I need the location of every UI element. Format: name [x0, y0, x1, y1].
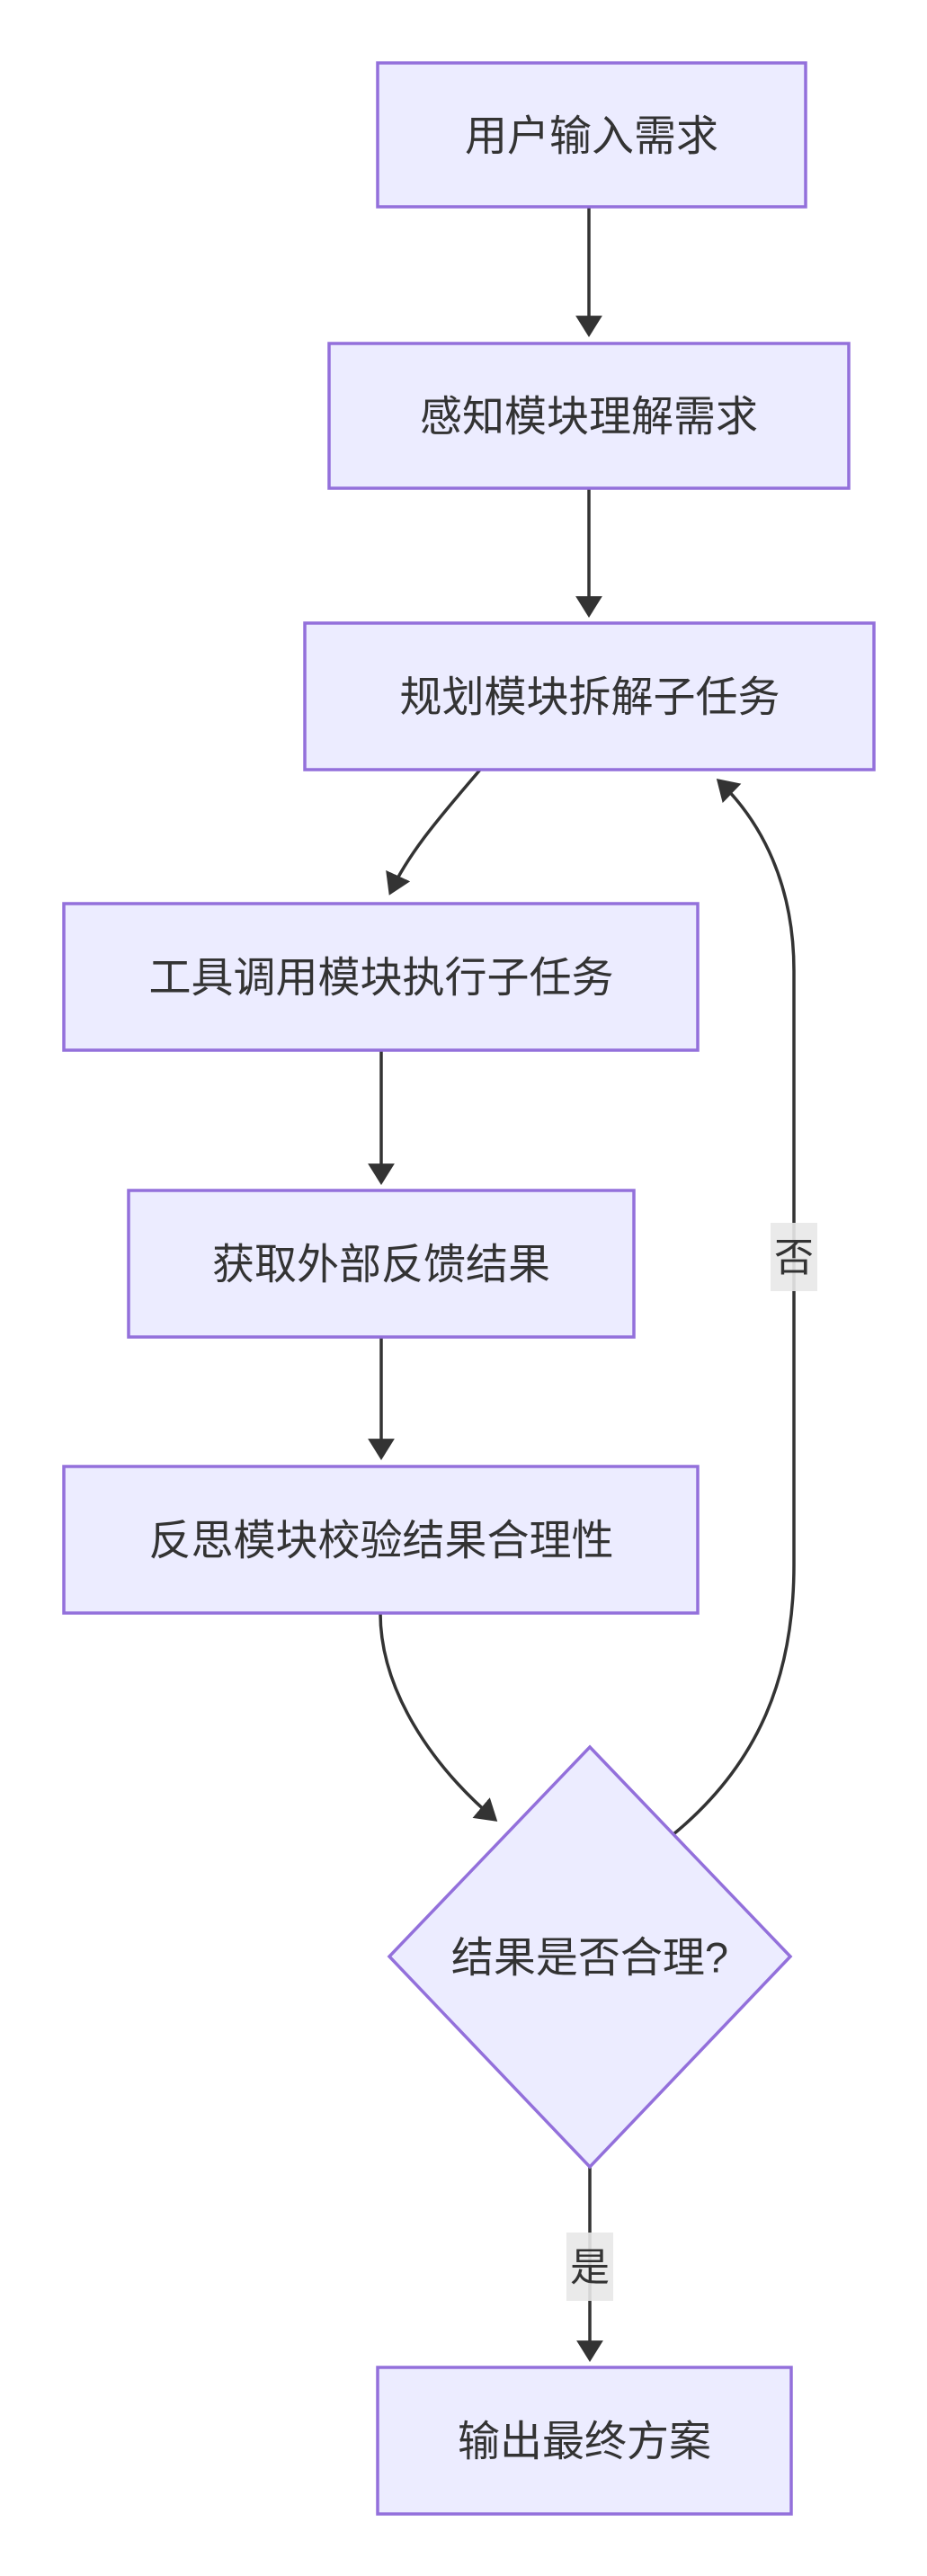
edge-label-no-text: 否 — [774, 1236, 814, 1280]
decision-result-reasonable-label: 结果是否合理? — [451, 1934, 728, 1982]
node-reflection-label: 反思模块校验结果合理性 — [149, 1517, 614, 1564]
node-feedback-label: 获取外部反馈结果 — [212, 1241, 550, 1288]
edge-label-yes: 是 — [566, 2233, 613, 2301]
edge-label-no: 否 — [771, 1223, 817, 1291]
edge-label-yes-text: 是 — [570, 2246, 610, 2290]
node-user-input-box — [376, 61, 807, 209]
edges-layer — [368, 207, 796, 2362]
node-tool-call-label: 工具调用模块执行子任务 — [149, 954, 614, 1002]
node-user-input: 用户输入需求 — [376, 61, 807, 209]
node-reflection-box — [62, 1465, 700, 1615]
node-reflection: 反思模块校验结果合理性 — [62, 1465, 700, 1615]
node-feedback-box — [127, 1189, 636, 1339]
decision-result-reasonable: 结果是否合理? — [387, 1744, 793, 2170]
node-tool-call-box — [62, 902, 700, 1052]
node-perception-box — [327, 342, 851, 490]
node-perception: 感知模块理解需求 — [327, 342, 851, 490]
node-user-input-label: 用户输入需求 — [465, 112, 718, 160]
edge-planning-to-tool-call — [386, 768, 482, 896]
node-perception-label: 感知模块理解需求 — [420, 393, 758, 441]
decision-result-reasonable-diamond — [387, 1744, 793, 2170]
node-final-output: 输出最终方案 — [376, 2366, 793, 2516]
edge-label-no-background — [771, 1223, 817, 1291]
node-planning-label: 规划模块拆解子任务 — [400, 673, 780, 721]
edge-label-yes-background — [566, 2233, 613, 2301]
node-tool-call: 工具调用模块执行子任务 — [62, 902, 700, 1052]
node-feedback: 获取外部反馈结果 — [127, 1189, 636, 1339]
node-planning: 规划模块拆解子任务 — [303, 621, 876, 771]
node-final-output-label: 输出最终方案 — [458, 2418, 711, 2465]
edge-decision-no-to-planning — [672, 778, 796, 1836]
node-final-output-box — [376, 2366, 793, 2516]
node-planning-box — [303, 621, 876, 771]
edge-reflection-to-decision — [379, 1612, 498, 1822]
